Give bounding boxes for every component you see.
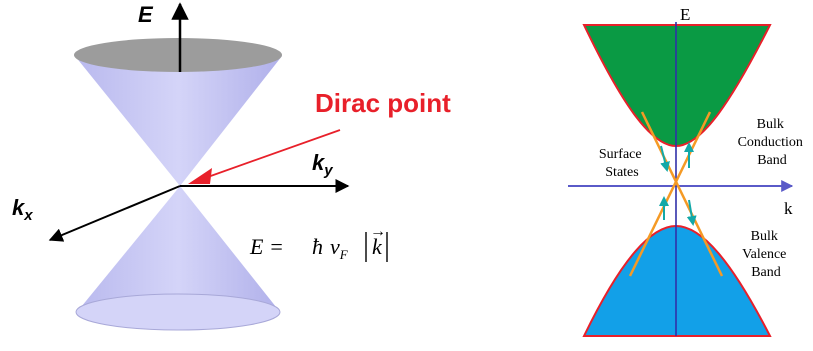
bulk-conduction-band: [582, 24, 772, 148]
dirac-cone-diagram: E ky kx Dirac point E = ħ vF → k: [12, 2, 451, 331]
formula-lhs: E =: [249, 234, 284, 259]
right-energy-axis-label: E: [680, 5, 690, 24]
formula-k: k: [372, 234, 383, 259]
surface-label-line-2: States: [605, 165, 638, 180]
topological-band-diagram: E k Bulk Conduction Band Bulk Valence Ba…: [568, 5, 807, 337]
bulk-valence-band: [582, 224, 772, 337]
upper-cone: [75, 56, 282, 186]
valence-label-line-2: Valence: [742, 247, 786, 262]
spin-arrow-lower-right: [686, 199, 697, 226]
energy-axis-label: E: [138, 2, 154, 27]
ky-axis-letter: k: [312, 150, 326, 175]
surface-label-line-1: Surface: [599, 147, 642, 162]
ky-axis-subscript: y: [323, 162, 333, 179]
dirac-point-pointer-line: [204, 129, 341, 179]
valence-band-label: Bulk Valence Band: [742, 229, 790, 280]
surface-state-line-left: [640, 111, 724, 277]
formula-hbar: ħ: [312, 234, 323, 259]
kx-axis-arrow: [48, 185, 181, 242]
formula-v: v: [330, 234, 340, 259]
lower-cone: [77, 186, 280, 312]
conduction-label-line-1: Bulk: [757, 117, 784, 132]
surface-state-line-right: [628, 111, 712, 277]
formula-v-subscript: F: [339, 247, 349, 262]
right-k-axis-label: k: [784, 199, 793, 218]
dirac-point-pointer-head: [188, 168, 212, 184]
valence-label-line-1: Bulk: [751, 229, 778, 244]
upper-cone-top-ellipse: [74, 38, 282, 72]
kx-axis-letter: k: [12, 195, 26, 220]
spin-arrow-upper-left: [660, 145, 670, 172]
kx-axis-subscript: x: [23, 207, 33, 224]
conduction-label-line-3: Band: [757, 153, 787, 168]
conduction-label-line-2: Conduction: [738, 135, 803, 150]
ky-axis-label: ky: [312, 150, 333, 179]
dispersion-formula: E = ħ vF → k: [249, 223, 388, 262]
kx-axis-label: kx: [12, 195, 33, 224]
dirac-point-label: Dirac point: [315, 88, 451, 118]
surface-states-label: Surface States: [599, 147, 645, 180]
valence-label-line-3: Band: [751, 265, 781, 280]
formula-k-vector-arrow: →: [370, 223, 386, 240]
lower-cone-bottom-ellipse: [75, 293, 281, 331]
conduction-band-label: Bulk Conduction Band: [738, 117, 807, 168]
formula-velocity: vF: [330, 234, 349, 262]
